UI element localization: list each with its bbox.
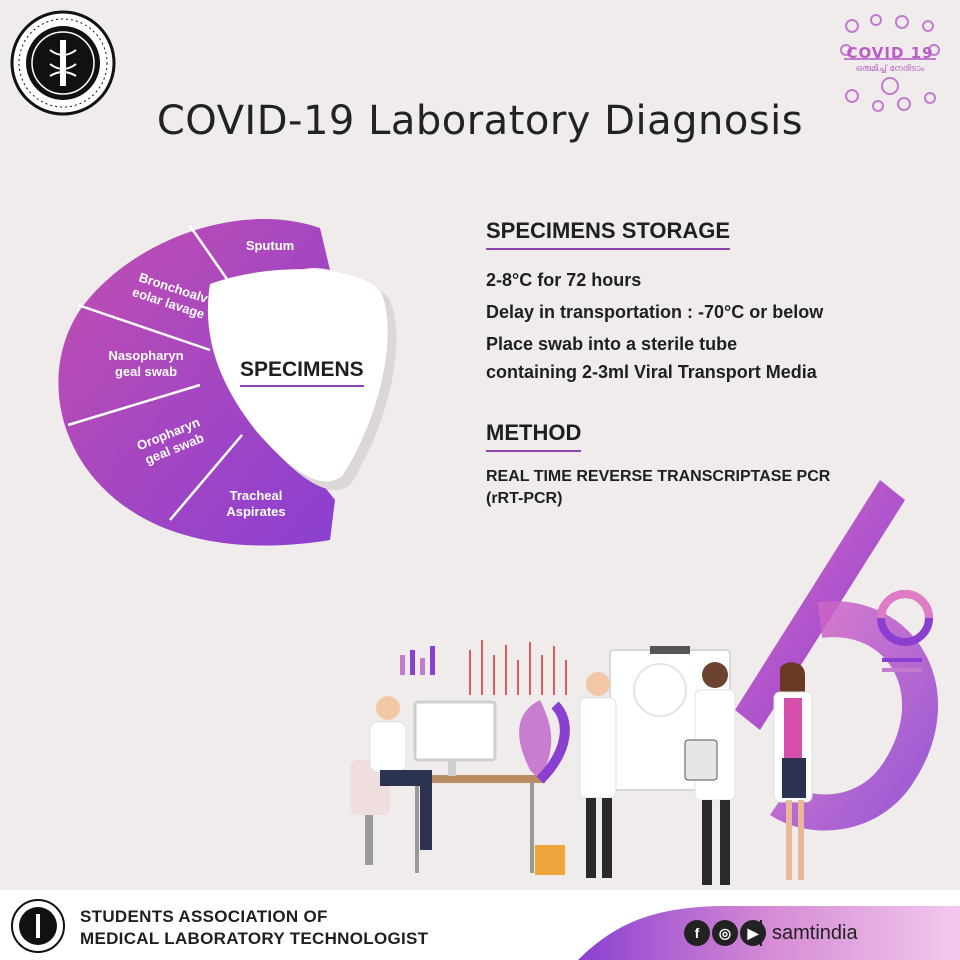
footer-org-line: STUDENTS ASSOCIATION OF [80, 907, 328, 926]
social-handle[interactable]: samtindia [772, 922, 858, 944]
facebook-icon[interactable]: f [684, 920, 710, 946]
seated-person-head [376, 696, 400, 720]
samt-logo [10, 10, 116, 116]
specimens-center-label: SPECIMENS [240, 358, 364, 387]
scientist-2-head [702, 662, 728, 688]
signal-bars-icon [469, 640, 567, 695]
covid19-logo-text: COVID 19 [846, 44, 934, 62]
storage-line: Delay in transportation : -70°C or below [486, 302, 824, 322]
instagram-icon[interactable]: ◎ [712, 920, 738, 946]
specimens-center [207, 269, 388, 482]
method-lines: REAL TIME REVERSE TRANSCRIPTASE PCR (rRT… [486, 466, 830, 510]
youtube-icon[interactable]: ▶ [740, 920, 766, 946]
footer-logo [11, 899, 65, 953]
storage-lines: 2-8°C for 72 hours Delay in transportati… [486, 266, 823, 386]
plant [519, 700, 552, 780]
specimen-segment-label: Sputum [246, 238, 294, 253]
footer-separator [760, 920, 762, 946]
method-line: (rRT-PCR) [486, 490, 563, 507]
storage-line: Place swab into a sterile tube [486, 334, 738, 354]
lab-illustration [350, 480, 938, 885]
scientist-1-head [586, 672, 610, 696]
covid19-logo-subtext: ഒരുമിച്ച് നേരിടാം [855, 64, 925, 74]
storage-line: containing 2-3ml Viral Transport Media [486, 362, 817, 382]
footer-band [578, 906, 960, 960]
storage-line: 2-8°C for 72 hours [486, 270, 642, 290]
page-title: COVID-19 Laboratory Diagnosis [156, 98, 804, 144]
storage-heading: SPECIMENS STORAGE [486, 218, 731, 250]
bar-chart-icon [400, 646, 435, 675]
monitor [413, 700, 497, 762]
method-heading: METHOD [486, 420, 582, 452]
microscope-base [770, 601, 938, 831]
footer-org-line: MEDICAL LABORATORY TECHNOLOGIST [80, 929, 429, 948]
desk [405, 775, 545, 783]
footer-org-name: STUDENTS ASSOCIATION OF MEDICAL LABORATO… [80, 906, 428, 950]
covid19-logo [840, 14, 940, 112]
specimens-ring [58, 218, 335, 546]
method-line: REAL TIME REVERSE TRANSCRIPTASE PCR [486, 468, 831, 485]
